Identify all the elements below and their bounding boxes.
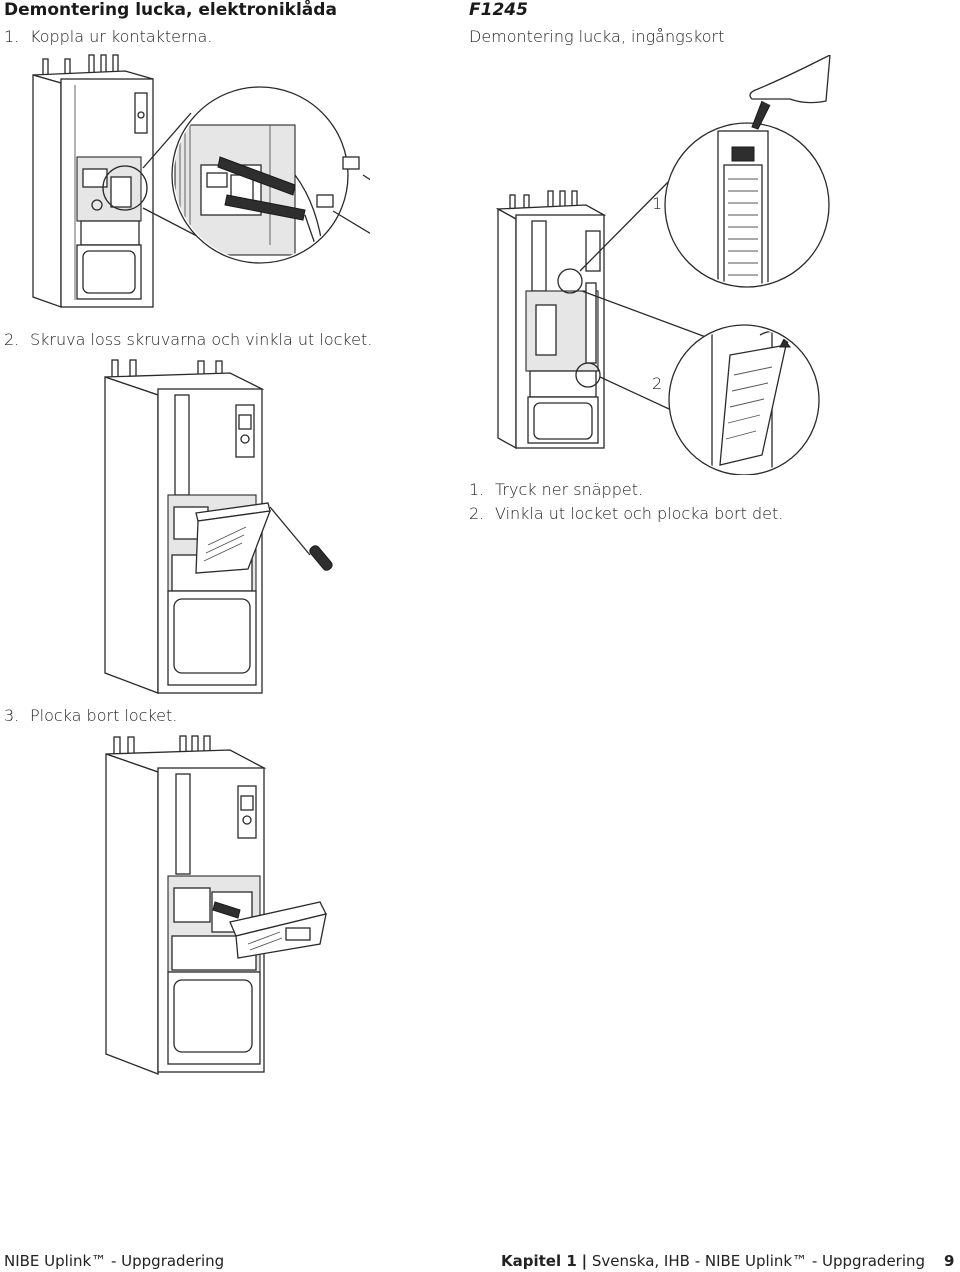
heat-pump-illustration	[495, 190, 607, 450]
step-text: Plocka bort locket.	[30, 706, 178, 725]
page-number: 9	[944, 1252, 955, 1270]
footer-left: NIBE Uplink™ - Uppgradering	[4, 1252, 225, 1270]
left-step-3: 3. Plocka bort locket.	[4, 706, 177, 725]
magnifier-circle	[579, 122, 830, 344]
screwdriver-icon	[269, 506, 333, 571]
screwdriver-icon	[316, 156, 370, 234]
step-text: Tryck ner snäppet.	[495, 480, 644, 499]
heat-pump-illustration	[105, 735, 267, 1075]
left-step-1: 1. Koppla ur kontakterna.	[4, 27, 212, 46]
step-number: 2.	[4, 330, 20, 349]
figure-open-cover	[104, 359, 333, 694]
model-label: F1245	[469, 0, 528, 20]
left-step-2: 2. Skruva loss skruvarna och vinkla ut lo…	[4, 330, 372, 349]
heat-pump-illustration	[32, 54, 154, 308]
footer-right: Kapitel 1 | Svenska, IHB - NIBE Uplink™ …	[501, 1252, 925, 1270]
cover-panel	[195, 502, 271, 574]
hand-icon	[749, 55, 831, 130]
step-number: 1.	[469, 480, 485, 499]
callout-2: 2	[652, 374, 663, 393]
step-number: 2.	[469, 504, 485, 523]
callout-1: 1	[652, 194, 663, 213]
footer-right-text: Svenska, IHB - NIBE Uplink™ - Uppgraderi…	[591, 1252, 926, 1270]
right-heading: Demontering lucka, ingångskort	[469, 27, 725, 46]
footer-chapter: Kapitel 1	[501, 1252, 577, 1270]
arrow-icon	[212, 901, 241, 919]
magnifier-circle	[142, 86, 349, 264]
step-text: Koppla ur kontakterna.	[30, 27, 213, 46]
right-step-1: 1. Tryck ner snäppet.	[469, 480, 643, 499]
left-heading: Demontering lucka, elektroniklåda	[4, 0, 337, 20]
arrow-icon	[224, 194, 306, 221]
cover-panel	[229, 901, 327, 959]
figure-remove-cover	[105, 735, 327, 1075]
right-step-2: 2. Vinkla ut locket och plocka bort det.	[469, 504, 783, 523]
arrow-icon	[217, 156, 296, 196]
magnifier-circle	[599, 324, 820, 475]
figure-disconnect-contacts	[32, 54, 370, 308]
step-text: Vinkla ut locket och plocka bort det.	[495, 504, 784, 523]
step-number: 1.	[4, 27, 20, 46]
figure-press-latch	[495, 55, 831, 475]
step-text: Skruva loss skruvarna och vinkla ut lock…	[30, 330, 373, 349]
footer-separator: |	[581, 1252, 588, 1270]
step-number: 3.	[4, 706, 20, 725]
